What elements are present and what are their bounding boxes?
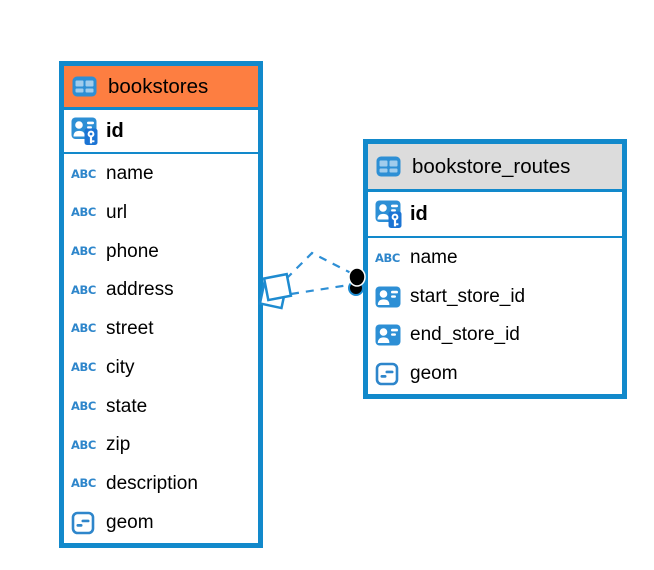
column-row[interactable]: ABC phone: [64, 232, 258, 271]
text-column-icon: ABC: [71, 476, 96, 491]
foreign-key-icon: [375, 324, 402, 346]
column-row[interactable]: geom: [368, 355, 622, 394]
column-list: ABC name ABC url ABC phone ABC address A…: [64, 154, 258, 543]
column-name: city: [106, 356, 135, 378]
column-row[interactable]: ABC name: [64, 155, 258, 194]
text-column-icon: ABC: [71, 282, 96, 297]
relation-line-upper: [285, 251, 352, 280]
column-row[interactable]: end_store_id: [368, 316, 622, 355]
text-column-icon: ABC: [71, 437, 96, 452]
column-name: address: [106, 279, 174, 301]
column-row[interactable]: ABC zip: [64, 426, 258, 465]
table-icon: [72, 76, 99, 97]
column-row[interactable]: ABC state: [64, 387, 258, 426]
column-name: street: [106, 318, 154, 340]
text-column-icon: ABC: [71, 166, 96, 181]
column-row[interactable]: geom: [64, 503, 258, 542]
column-name: id: [410, 202, 428, 225]
primary-key-icon: [71, 117, 98, 145]
column-row[interactable]: ABC street: [64, 310, 258, 349]
column-name: zip: [106, 434, 131, 456]
foreign-key-icon: [375, 286, 402, 308]
column-row-pk[interactable]: id: [64, 110, 258, 154]
geometry-column-icon: [71, 511, 98, 535]
text-column-icon: ABC: [71, 398, 96, 413]
column-name: start_store_id: [410, 285, 526, 307]
column-name: description: [106, 472, 198, 494]
table-header-bookstores[interactable]: bookstores: [64, 66, 258, 110]
geometry-column-icon: [375, 362, 402, 386]
table-title: bookstores: [108, 74, 209, 98]
table-header-bookstore-routes[interactable]: bookstore_routes: [368, 144, 622, 192]
column-name: name: [410, 247, 458, 269]
column-row[interactable]: ABC description: [64, 465, 258, 504]
primary-key-icon: [375, 200, 402, 228]
column-name: state: [106, 395, 148, 417]
column-name: geom: [410, 362, 458, 384]
column-row[interactable]: ABC address: [64, 271, 258, 310]
table-title: bookstore_routes: [412, 154, 571, 178]
table-node-bookstore-routes[interactable]: bookstore_routes id: [363, 139, 627, 399]
column-name: end_store_id: [410, 324, 520, 346]
column-name: geom: [106, 511, 154, 533]
text-column-icon: ABC: [71, 360, 96, 375]
column-row[interactable]: ABC url: [64, 194, 258, 233]
relation-squares-marker[interactable]: [258, 272, 293, 310]
column-name: url: [106, 202, 128, 224]
column-name: id: [106, 119, 124, 142]
text-column-icon: ABC: [71, 244, 96, 258]
relation-line-lower: [290, 283, 350, 296]
column-row[interactable]: start_store_id: [368, 278, 622, 317]
text-column-icon: ABC: [375, 250, 400, 265]
column-list: ABC name start_store_id: [368, 238, 622, 394]
table-node-bookstores[interactable]: bookstores id A: [59, 61, 263, 548]
column-name: name: [106, 163, 154, 185]
text-column-icon: ABC: [71, 321, 96, 336]
column-name: phone: [106, 240, 159, 262]
column-row[interactable]: ABC city: [64, 349, 258, 388]
table-icon: [376, 156, 403, 177]
column-row[interactable]: ABC name: [368, 239, 622, 278]
text-column-icon: ABC: [71, 205, 96, 220]
column-row-pk[interactable]: id: [368, 192, 622, 238]
